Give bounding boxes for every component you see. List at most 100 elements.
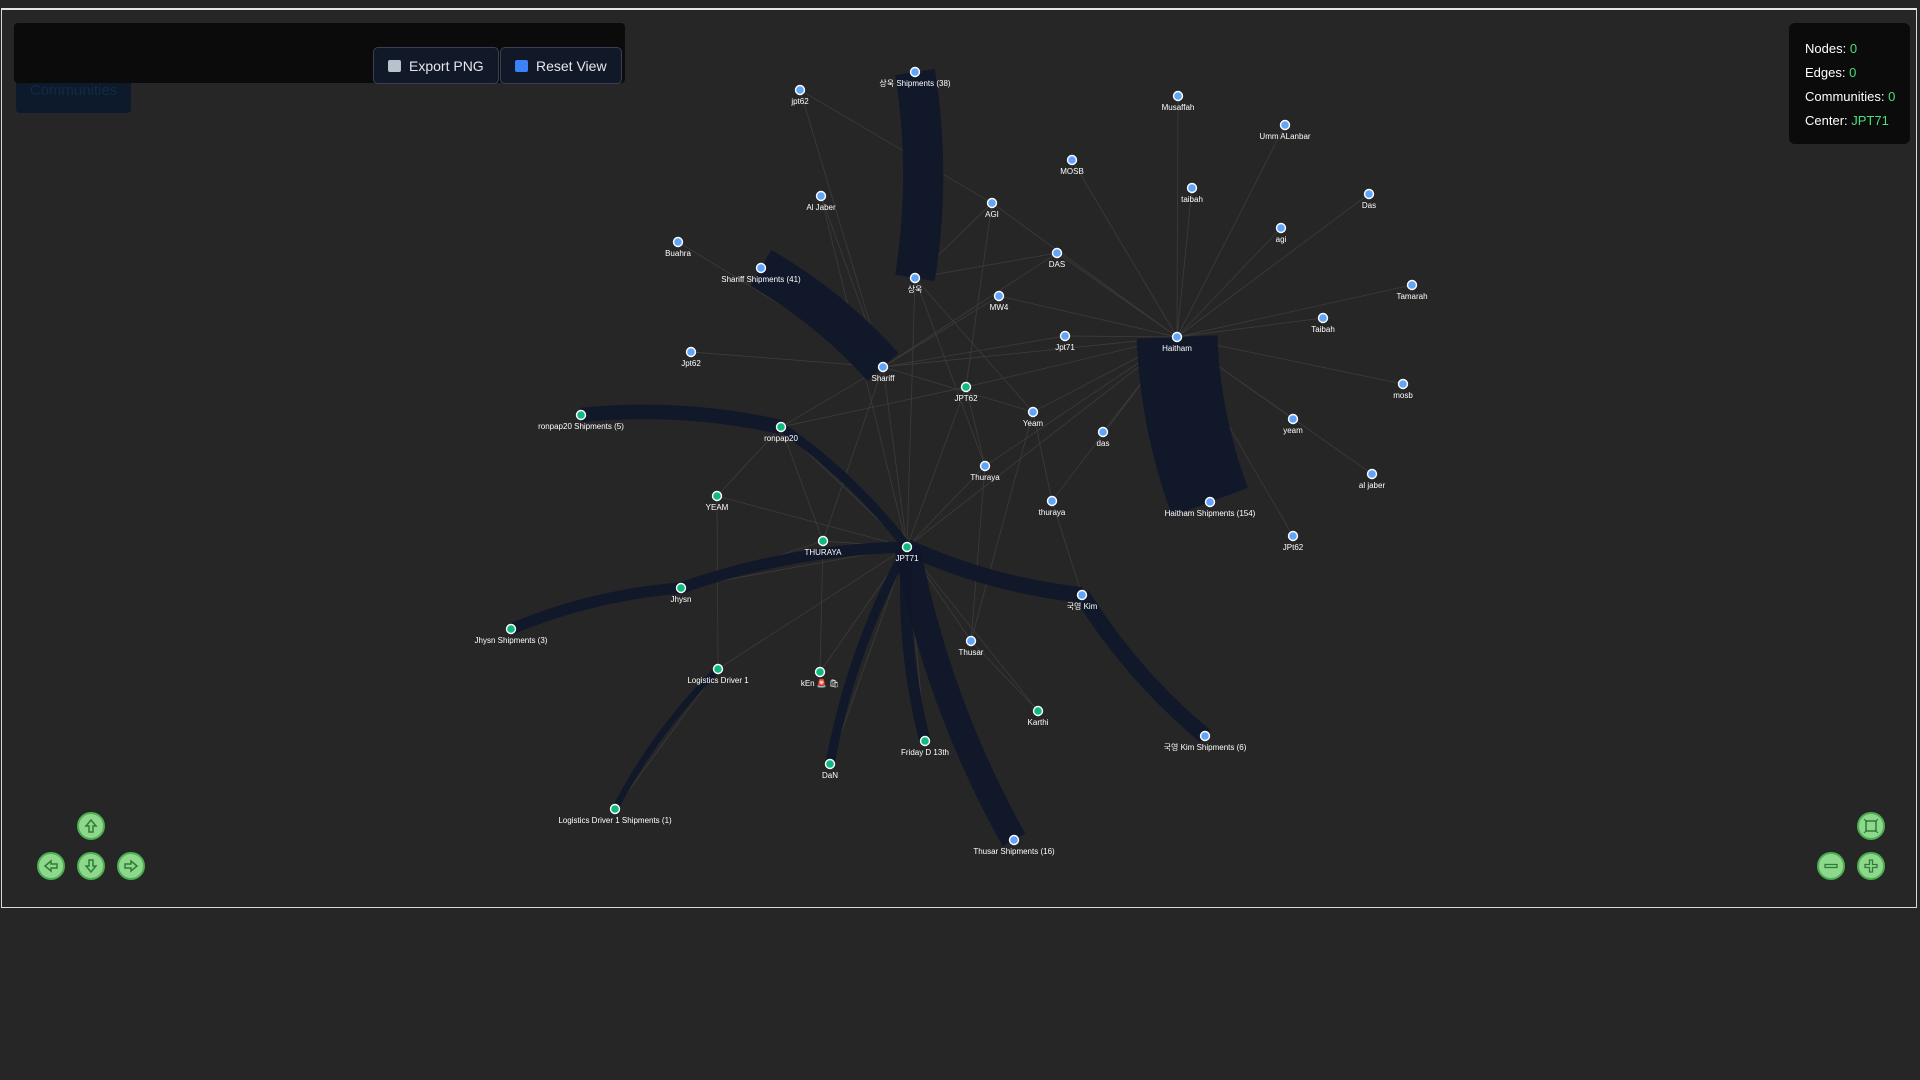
- graph-node[interactable]: Umm ALanbar: [1259, 119, 1311, 142]
- node-circle[interactable]: [1317, 312, 1329, 324]
- export-png-button[interactable]: Export PNG: [373, 47, 499, 84]
- graph-node[interactable]: al jaber: [1359, 468, 1386, 491]
- pan-down-button[interactable]: [77, 852, 105, 880]
- reset-view-button[interactable]: Reset View: [500, 47, 622, 84]
- node-circle[interactable]: [1032, 705, 1044, 717]
- graph-node[interactable]: Musaffah: [1162, 90, 1195, 113]
- graph-node[interactable]: Buahra: [665, 236, 691, 259]
- graph-node[interactable]: Thusar: [959, 635, 984, 658]
- graph-node[interactable]: DAS: [1049, 247, 1065, 270]
- node-circle[interactable]: [1051, 247, 1063, 259]
- node-circle[interactable]: [1363, 188, 1375, 200]
- graph-node[interactable]: JPT71: [895, 541, 919, 564]
- node-circle[interactable]: [1397, 378, 1409, 390]
- graph-node[interactable]: Thuraya: [970, 460, 1000, 483]
- pan-left-button[interactable]: [37, 852, 65, 880]
- node-circle[interactable]: [1076, 589, 1088, 601]
- node-circle[interactable]: [1171, 331, 1183, 343]
- node-circle[interactable]: [1366, 468, 1378, 480]
- graph-node[interactable]: Shariff Shipments (41): [721, 262, 801, 285]
- node-circle[interactable]: [824, 758, 836, 770]
- graph-node[interactable]: mosb: [1393, 378, 1413, 401]
- graph-node[interactable]: YEAM: [706, 490, 729, 513]
- node-circle[interactable]: [1008, 834, 1020, 846]
- zoom-in-button[interactable]: [1857, 852, 1885, 880]
- graph-node[interactable]: yeam: [1283, 413, 1303, 436]
- pan-right-button[interactable]: [117, 852, 145, 880]
- graph-node[interactable]: Yeam: [1023, 406, 1044, 429]
- graph-node[interactable]: DaN: [822, 758, 838, 781]
- node-circle[interactable]: [815, 190, 827, 202]
- graph-node[interactable]: ronpap20: [764, 421, 798, 444]
- graph-node[interactable]: MOSB: [1060, 154, 1084, 177]
- node-circle[interactable]: [979, 460, 991, 472]
- node-circle[interactable]: [672, 236, 684, 248]
- graph-node[interactable]: Logistics Driver 1: [687, 663, 749, 686]
- graph-node[interactable]: Taibah: [1311, 312, 1335, 335]
- graph-node[interactable]: das: [1097, 426, 1110, 449]
- node-circle[interactable]: [817, 535, 829, 547]
- node-circle[interactable]: [1287, 530, 1299, 542]
- node-circle[interactable]: [1275, 222, 1287, 234]
- node-circle[interactable]: [993, 290, 1005, 302]
- graph-node[interactable]: Jpt71: [1055, 330, 1075, 353]
- node-circle[interactable]: [505, 623, 517, 635]
- node-circle[interactable]: [909, 66, 921, 78]
- node-circle[interactable]: [1199, 730, 1211, 742]
- node-circle[interactable]: [877, 361, 889, 373]
- graph-node[interactable]: ronpap20 Shipments (5): [538, 409, 624, 432]
- fit-view-button[interactable]: [1857, 812, 1885, 840]
- graph-node[interactable]: thuraya: [1039, 495, 1066, 518]
- node-circle[interactable]: [1287, 413, 1299, 425]
- node-circle[interactable]: [965, 635, 977, 647]
- graph-node[interactable]: Logistics Driver 1 Shipments (1): [558, 803, 672, 826]
- node-circle[interactable]: [675, 582, 687, 594]
- graph-node[interactable]: taibah: [1181, 182, 1203, 205]
- node-circle[interactable]: [1172, 90, 1184, 102]
- graph-node[interactable]: Karthi: [1028, 705, 1049, 728]
- graph-node[interactable]: THURAYA: [804, 535, 842, 558]
- node-circle[interactable]: [685, 346, 697, 358]
- node-circle[interactable]: [1406, 279, 1418, 291]
- node-circle[interactable]: [909, 272, 921, 284]
- graph-node[interactable]: Shariff: [872, 361, 896, 384]
- graph-node[interactable]: kEn 🚨 🛍: [801, 666, 839, 689]
- graph-node[interactable]: JPt62: [1283, 530, 1304, 553]
- graph-node[interactable]: 국영 Kim: [1067, 589, 1098, 612]
- node-circle[interactable]: [711, 490, 723, 502]
- graph-node[interactable]: Friday D 13th: [901, 735, 949, 758]
- node-circle[interactable]: [1186, 182, 1198, 194]
- graph-node[interactable]: Haitham Shipments (154): [1165, 496, 1256, 519]
- node-circle[interactable]: [1027, 406, 1039, 418]
- graph-node[interactable]: 상욱 Shipments (38): [879, 66, 951, 89]
- graph-node[interactable]: AGI: [985, 197, 999, 220]
- node-circle[interactable]: [1046, 495, 1058, 507]
- graph-node[interactable]: agi: [1275, 222, 1287, 245]
- node-circle[interactable]: [1097, 426, 1109, 438]
- graph-node[interactable]: JPT62: [954, 381, 978, 404]
- node-circle[interactable]: [575, 409, 587, 421]
- node-circle[interactable]: [814, 666, 826, 678]
- node-circle[interactable]: [775, 421, 787, 433]
- graph-node[interactable]: jpt62: [790, 84, 809, 107]
- graph-node[interactable]: Al Jaber: [806, 190, 836, 213]
- node-circle[interactable]: [960, 381, 972, 393]
- node-circle[interactable]: [712, 663, 724, 675]
- node-circle[interactable]: [794, 84, 806, 96]
- graph-node[interactable]: Thusar Shipments (16): [973, 834, 1055, 857]
- node-circle[interactable]: [1059, 330, 1071, 342]
- node-circle[interactable]: [986, 197, 998, 209]
- node-circle[interactable]: [1204, 496, 1216, 508]
- zoom-out-button[interactable]: [1817, 852, 1845, 880]
- graph-node[interactable]: MW4: [990, 290, 1009, 313]
- graph-node[interactable]: Jhysn Shipments (3): [475, 623, 548, 646]
- graph-node[interactable]: Jpt62: [681, 346, 701, 369]
- node-circle[interactable]: [1066, 154, 1078, 166]
- pan-up-button[interactable]: [77, 812, 105, 840]
- graph-node[interactable]: Das: [1362, 188, 1376, 211]
- node-circle[interactable]: [755, 262, 767, 274]
- node-circle[interactable]: [919, 735, 931, 747]
